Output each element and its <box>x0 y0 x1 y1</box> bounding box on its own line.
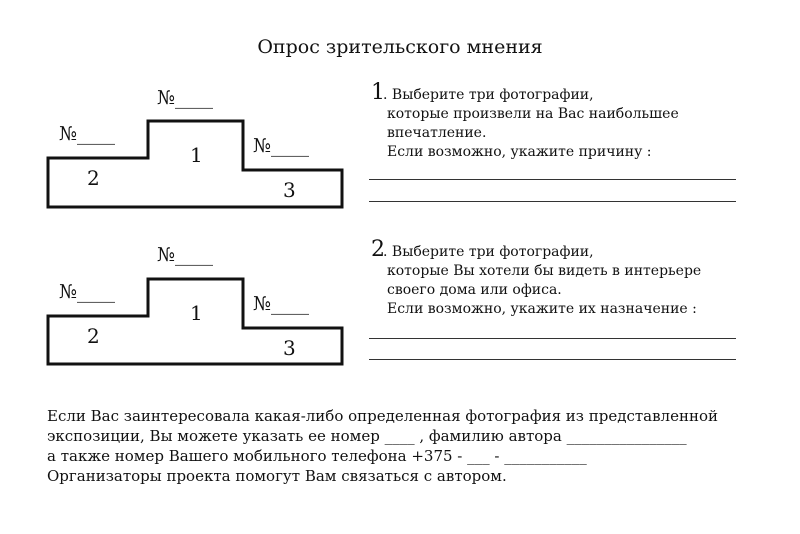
question-1-line-4: Если возможно, укажите причину : <box>387 144 652 160</box>
contact-paragraph: Если Вас заинтересовала какая-либо опред… <box>47 406 718 486</box>
question-1-text: . Выберите три фотографии, которые произ… <box>383 87 679 160</box>
question-1-answer-line-1[interactable] <box>369 179 736 180</box>
podium-2-third-place-field[interactable]: №____ <box>253 293 309 315</box>
question-2-answer-line-1[interactable] <box>369 338 736 339</box>
question-2-answer-line-2[interactable] <box>369 359 736 360</box>
question-1-number: 1 <box>371 80 385 105</box>
podium-1-first-place-field[interactable]: №____ <box>157 87 213 109</box>
podium-2-first-place-field[interactable]: №____ <box>157 244 213 266</box>
question-1-answer-line-2[interactable] <box>369 201 736 202</box>
podium-1-place-2: 2 <box>87 166 100 190</box>
question-2-line-1: Выберите три фотографии, <box>391 244 594 260</box>
podium-2-place-1: 1 <box>190 301 203 325</box>
podium-1-place-3: 3 <box>283 178 296 202</box>
podium-2-place-2: 2 <box>87 324 100 348</box>
podium-2-second-place-field[interactable]: №____ <box>59 281 115 303</box>
footer-line-2[interactable]: экспозиции, Вы можете указать ее номер _… <box>47 427 687 445</box>
podium-1-third-place-field[interactable]: №____ <box>253 135 309 157</box>
podium-2-outline <box>46 277 344 366</box>
question-1-line-1: Выберите три фотографии, <box>391 87 594 103</box>
question-2-line-3: своего дома или офиса. <box>387 282 562 298</box>
question-1-line-3: впечатление. <box>387 125 487 141</box>
podium-1-place-1: 1 <box>190 143 203 167</box>
footer-line-1: Если Вас заинтересовала какая-либо опред… <box>47 407 718 425</box>
page-title: Опрос зрительского мнения <box>257 36 543 58</box>
podium-2-place-3: 3 <box>283 336 296 360</box>
question-2-number: 2 <box>371 237 385 262</box>
question-1-line-2: которые произвели на Вас наибольшее <box>387 106 679 122</box>
podium-1-second-place-field[interactable]: №____ <box>59 123 115 145</box>
question-2-line-4: Если возможно, укажите их назначение : <box>387 301 697 317</box>
question-2-text: . Выберите три фотографии, которые Вы хо… <box>383 244 702 317</box>
podium-1-outline <box>46 119 344 209</box>
question-2-line-2: которые Вы хотели бы видеть в интерьере <box>387 263 702 279</box>
footer-line-4: Организаторы проекта помогут Вам связать… <box>47 467 507 485</box>
footer-line-3[interactable]: а также номер Вашего мобильного телефона… <box>47 447 587 465</box>
